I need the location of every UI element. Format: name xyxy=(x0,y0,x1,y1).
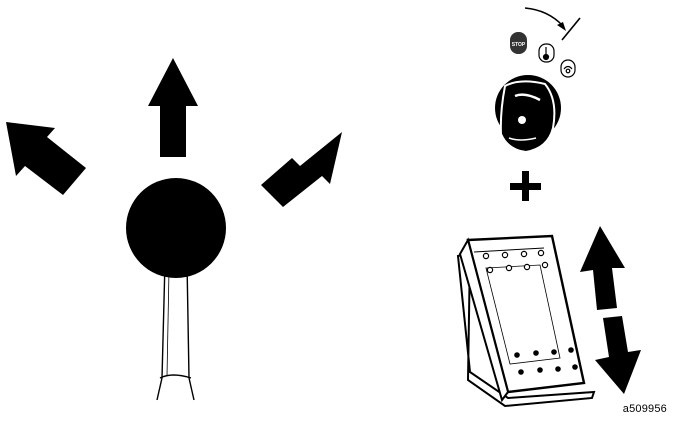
joystick-icon xyxy=(126,178,226,278)
start-position-icon xyxy=(561,60,575,77)
ignition-key-icon xyxy=(495,75,561,152)
stop-label: STOP xyxy=(512,42,526,48)
arrow-up-left-icon xyxy=(6,122,86,195)
figure-reference-code: a509956 xyxy=(623,403,667,415)
joystick-shaft xyxy=(157,262,194,400)
foot-pedal-icon xyxy=(458,236,594,406)
plus-icon xyxy=(510,171,541,201)
arrow-up-icon xyxy=(148,58,198,157)
up-down-arrow-icon xyxy=(580,226,641,394)
arrow-up-right-icon xyxy=(261,132,342,207)
run-position-icon xyxy=(539,44,554,62)
stop-position-icon: STOP xyxy=(510,32,527,54)
rotation-arrow xyxy=(525,8,563,26)
ignition-group: STOP xyxy=(495,8,580,152)
joystick-group xyxy=(6,58,342,400)
